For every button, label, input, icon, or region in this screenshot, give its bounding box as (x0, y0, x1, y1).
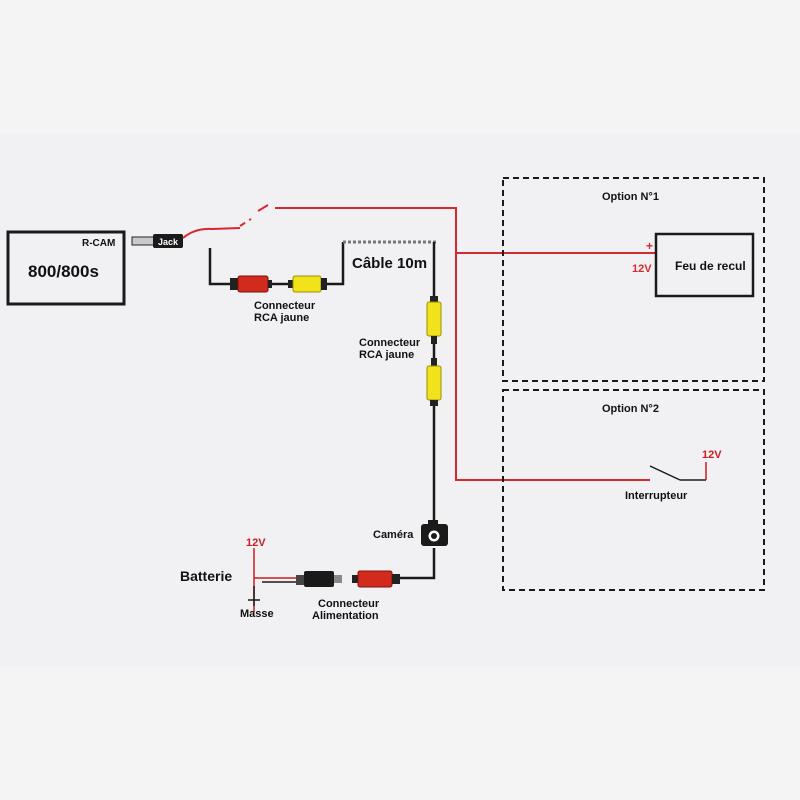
option2-voltage: 12V (702, 449, 722, 461)
jack-connector (131, 234, 183, 248)
power-label-1: Connecteur (318, 598, 380, 610)
monitor-size-label: 800/800s (28, 262, 99, 281)
option2-title: Option N°2 (602, 403, 659, 415)
rca-yellow-connector-top (288, 275, 327, 293)
jack-label: Jack (158, 237, 179, 247)
camera-icon (421, 520, 448, 546)
power-red-connector (352, 570, 400, 588)
battery-voltage-label: 12V (246, 537, 266, 549)
cable-label: Câble 10m (352, 255, 427, 272)
black-wire (208, 240, 436, 580)
option1-box (502, 177, 765, 382)
reverse-light-label: Feu de recul (675, 259, 746, 273)
rca-side-label-1: Connecteur (359, 337, 421, 349)
red-wire (182, 204, 655, 481)
reverse-light-box (654, 232, 755, 298)
power-black-connector (296, 571, 342, 587)
option1-voltage: 12V (632, 263, 652, 275)
switch-icon (649, 465, 706, 481)
monitor-box (6, 230, 126, 306)
battery-label: Batterie (180, 568, 232, 584)
power-label-2: Alimentation (312, 610, 379, 622)
option2-box (502, 389, 765, 591)
monitor-model-label: R-CAM (82, 238, 115, 249)
rca-yellow-connector-lower (426, 358, 442, 406)
option1-plus: + (646, 239, 653, 253)
switch-label: Interrupteur (625, 490, 688, 502)
camera-label: Caméra (373, 529, 414, 541)
ground-label: Masse (240, 608, 274, 620)
rca-top-label-1: Connecteur (254, 300, 316, 312)
rca-side-label-2: RCA jaune (359, 349, 414, 361)
rca-yellow-connector-upper (426, 296, 442, 344)
battery-wiring (248, 548, 296, 612)
rca-red-connector-top (230, 275, 272, 293)
rca-top-label-2: RCA jaune (254, 312, 309, 324)
option1-title: Option N°1 (602, 191, 659, 203)
